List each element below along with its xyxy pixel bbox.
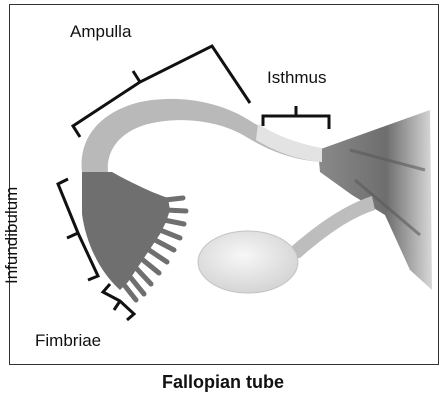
label-ampulla: Ampulla [70,22,131,42]
infundibulum-bracket-tick [67,233,78,238]
label-isthmus: Isthmus [267,68,327,88]
tube-ampulla [82,99,322,172]
label-infundibulum: Infundibulum [2,187,22,284]
ovary [198,231,298,293]
uterus-shape [318,110,432,290]
figure-caption: Fallopian tube [0,372,446,393]
tube-isthmus [256,124,322,162]
ovarian-ligament [285,196,375,258]
label-fimbriae: Fimbriae [35,331,101,351]
ampulla-bracket-tick [133,71,140,82]
isthmus-bracket [263,116,329,129]
fimbriae-bracket-tick [114,301,120,310]
